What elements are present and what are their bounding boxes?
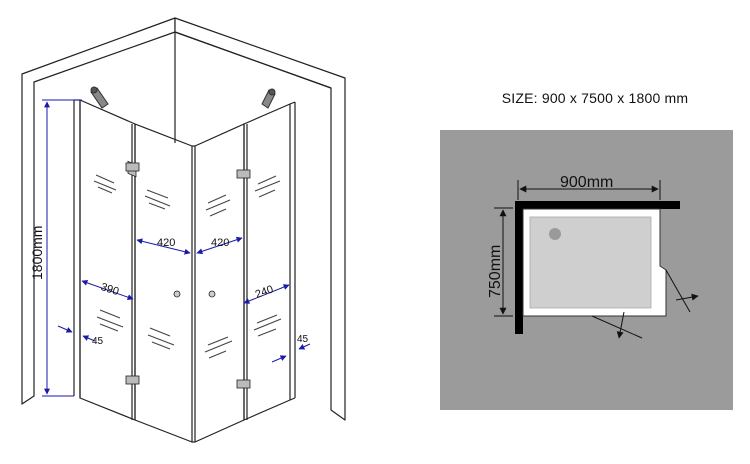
knob-right [208,290,216,298]
plan-depth-label: 750mm [487,245,504,298]
hinge-left-top [125,162,140,172]
dim-45-left: 45 [92,336,104,347]
size-title: SIZE: 900 x 7500 x 1800 mm [501,90,689,106]
shower-tray [529,216,652,309]
door-swing-lines [591,269,699,339]
floor-plan: 900mm 750mm [440,130,733,410]
dim-390: 390 [99,281,120,298]
plan-wall-top [515,201,680,209]
hinge-right-top [236,169,251,179]
dim-240: 240 [254,283,275,301]
plan-dimension-lines [494,180,661,317]
dim-45-right: 45 [297,334,309,345]
plan-wall-left [515,201,523,334]
hinge-right-bottom [236,379,251,389]
door-knobs [173,290,216,298]
drain-icon [549,228,561,240]
hinge-left-bottom [125,375,140,385]
plan-width-label: 900mm [560,174,613,191]
dimension-lines [42,99,311,397]
dim-420-right: 420 [211,237,229,249]
hinges [125,160,251,389]
dim-420-left: 420 [157,237,175,249]
corner-post [192,145,195,443]
wall-bracket-right [261,88,276,109]
left-door-panels [73,99,193,443]
right-door-panels [194,101,296,443]
right-wall [174,17,346,421]
dimension-labels: 1800mm 420 420 390 240 45 45 [29,226,309,347]
wall-bracket-left [90,86,109,109]
knob-left [173,290,181,298]
glass-reflections [93,174,282,359]
iso-enclosure [21,17,346,443]
height-label: 1800mm [29,226,45,280]
